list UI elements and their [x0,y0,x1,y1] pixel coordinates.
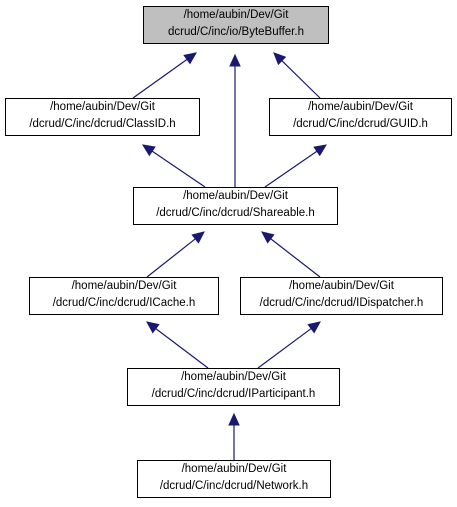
node-shareable-line1: /home/aubin/Dev/Git [183,190,288,202]
node-network-h[interactable]: /home/aubin/Dev/Git /dcrud/C/inc/dcrud/N… [137,460,331,498]
edge-icache-to-shareable [146,238,196,278]
node-guid-line1: /home/aubin/Dev/Git [308,101,413,113]
node-idispatcher-h[interactable]: /home/aubin/Dev/Git /dcrud/C/inc/dcrud/I… [240,277,443,315]
node-iparticipant-line1: /home/aubin/Dev/Git [181,371,286,383]
arrowhead-shareable-to-classid [141,144,156,157]
node-classid-h[interactable]: /home/aubin/Dev/Git /dcrud/C/inc/dcrud/C… [5,98,200,136]
edge-shareable-to-classid [151,150,206,188]
node-network-line1: /home/aubin/Dev/Git [181,463,287,475]
node-iparticipant-line2: /dcrud/C/inc/dcrud/IParticipant.h [151,388,316,400]
node-shareable-line2: /dcrud/C/inc/dcrud/Shareable.h [156,207,315,219]
arrowhead-iparticipant-to-idispatcher [307,321,321,334]
node-icache-line2: /dcrud/C/inc/dcrud/ICache.h [52,297,196,309]
arrowhead-network-to-iparticipant [228,412,240,426]
node-guid-h[interactable]: /home/aubin/Dev/Git /dcrud/C/inc/dcrud/G… [269,98,452,136]
edge-idispatcher-to-shareable [270,238,321,278]
arrowhead-iparticipant-to-icache [146,321,160,334]
node-icache-h[interactable]: /home/aubin/Dev/Git /dcrud/C/inc/dcrud/I… [29,277,219,315]
arrowhead-idispatcher-to-shareable [261,231,275,244]
node-network-line2: /dcrud/C/inc/dcrud/Network.h [159,480,309,492]
node-guid-line2: /dcrud/C/inc/dcrud/GUID.h [293,118,428,130]
edge-iparticipant-to-icache [155,328,209,369]
arrowhead-icache-to-shareable [191,231,205,244]
node-idispatcher-line1: /home/aubin/Dev/Git [289,280,394,292]
edge-classid-to-bytebuffer [132,58,188,99]
node-bytebuffer-line1: /home/aubin/Dev/Git [183,9,289,21]
node-idispatcher-line2: /dcrud/C/inc/dcrud/IDispatcher.h [259,297,424,309]
edge-shareable-to-guid [264,150,318,188]
node-iparticipant-h[interactable]: /home/aubin/Dev/Git /dcrud/C/inc/dcrud/I… [127,368,340,406]
edge-iparticipant-to-idispatcher [257,328,312,369]
node-classid-line2: /dcrud/C/inc/dcrud/ClassID.h [29,118,176,130]
node-bytebuffer-line2: dcrud/C/inc/io/ByteBuffer.h [168,26,304,38]
arrowhead-shareable-to-guid [313,144,327,157]
node-icache-line1: /home/aubin/Dev/Git [71,280,177,292]
node-classid-line1: /home/aubin/Dev/Git [50,101,155,113]
arrowhead-shareable-to-bytebuffer [229,53,241,67]
node-bytebuffer-h[interactable]: /home/aubin/Dev/Git dcrud/C/inc/io/ByteB… [143,6,329,44]
edge-guid-to-bytebuffer [281,60,321,99]
arrowhead-classid-to-bytebuffer [183,52,197,65]
node-shareable-h[interactable]: /home/aubin/Dev/Git /dcrud/C/inc/dcrud/S… [133,187,338,225]
arrowhead-guid-to-bytebuffer [273,52,287,66]
